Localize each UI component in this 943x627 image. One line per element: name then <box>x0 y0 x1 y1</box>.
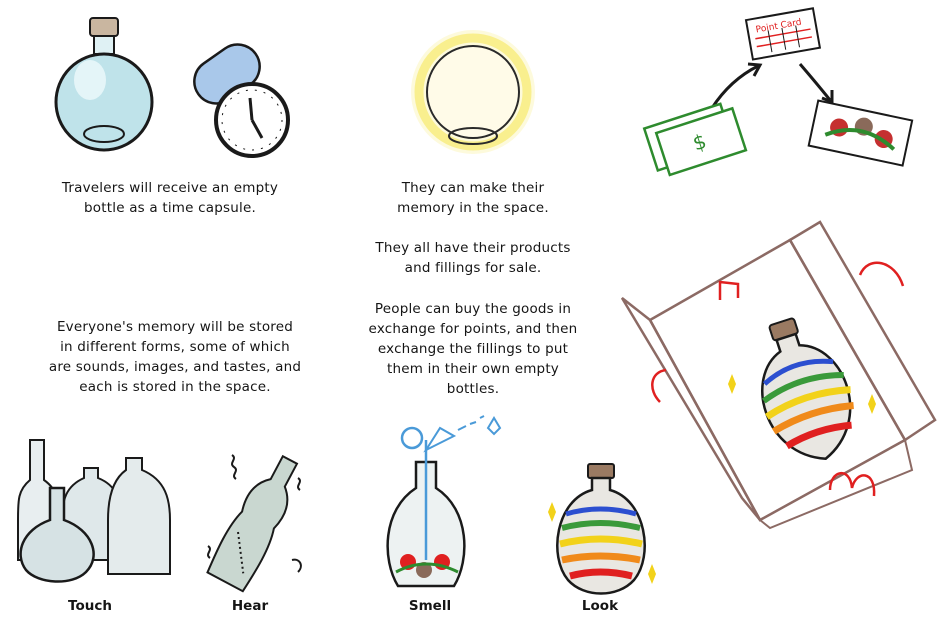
touch-bottles-icon <box>17 439 171 583</box>
products-description: They all have their products and filling… <box>375 240 571 276</box>
hear-bottle-icon <box>206 454 302 593</box>
memory-space-description: They can make their memory in the space. <box>397 180 549 216</box>
look-bottle-icon <box>548 463 656 595</box>
smell-bottle-icon <box>386 415 502 588</box>
label-hear: Hear <box>231 598 269 614</box>
glowing-bottle-icon <box>411 30 535 154</box>
label-touch: Touch <box>68 598 112 614</box>
money-icon: $ <box>642 102 748 177</box>
buy-goods-description: People can buy the goods in exchange for… <box>368 301 578 397</box>
flower-goods-icon <box>807 99 914 167</box>
point-card-cycle-icon: Point Card $ <box>642 7 914 177</box>
memory-box-icon <box>620 220 937 530</box>
label-smell: Smell <box>408 598 452 614</box>
time-capsule-clock-icon <box>193 43 290 158</box>
capsule-description: Travelers will receive an empty bottle a… <box>61 180 279 216</box>
label-look: Look <box>581 598 619 614</box>
memory-forms-description: Everyone's memory will be stored in diff… <box>48 319 302 395</box>
empty-bottle-icon <box>54 17 154 152</box>
